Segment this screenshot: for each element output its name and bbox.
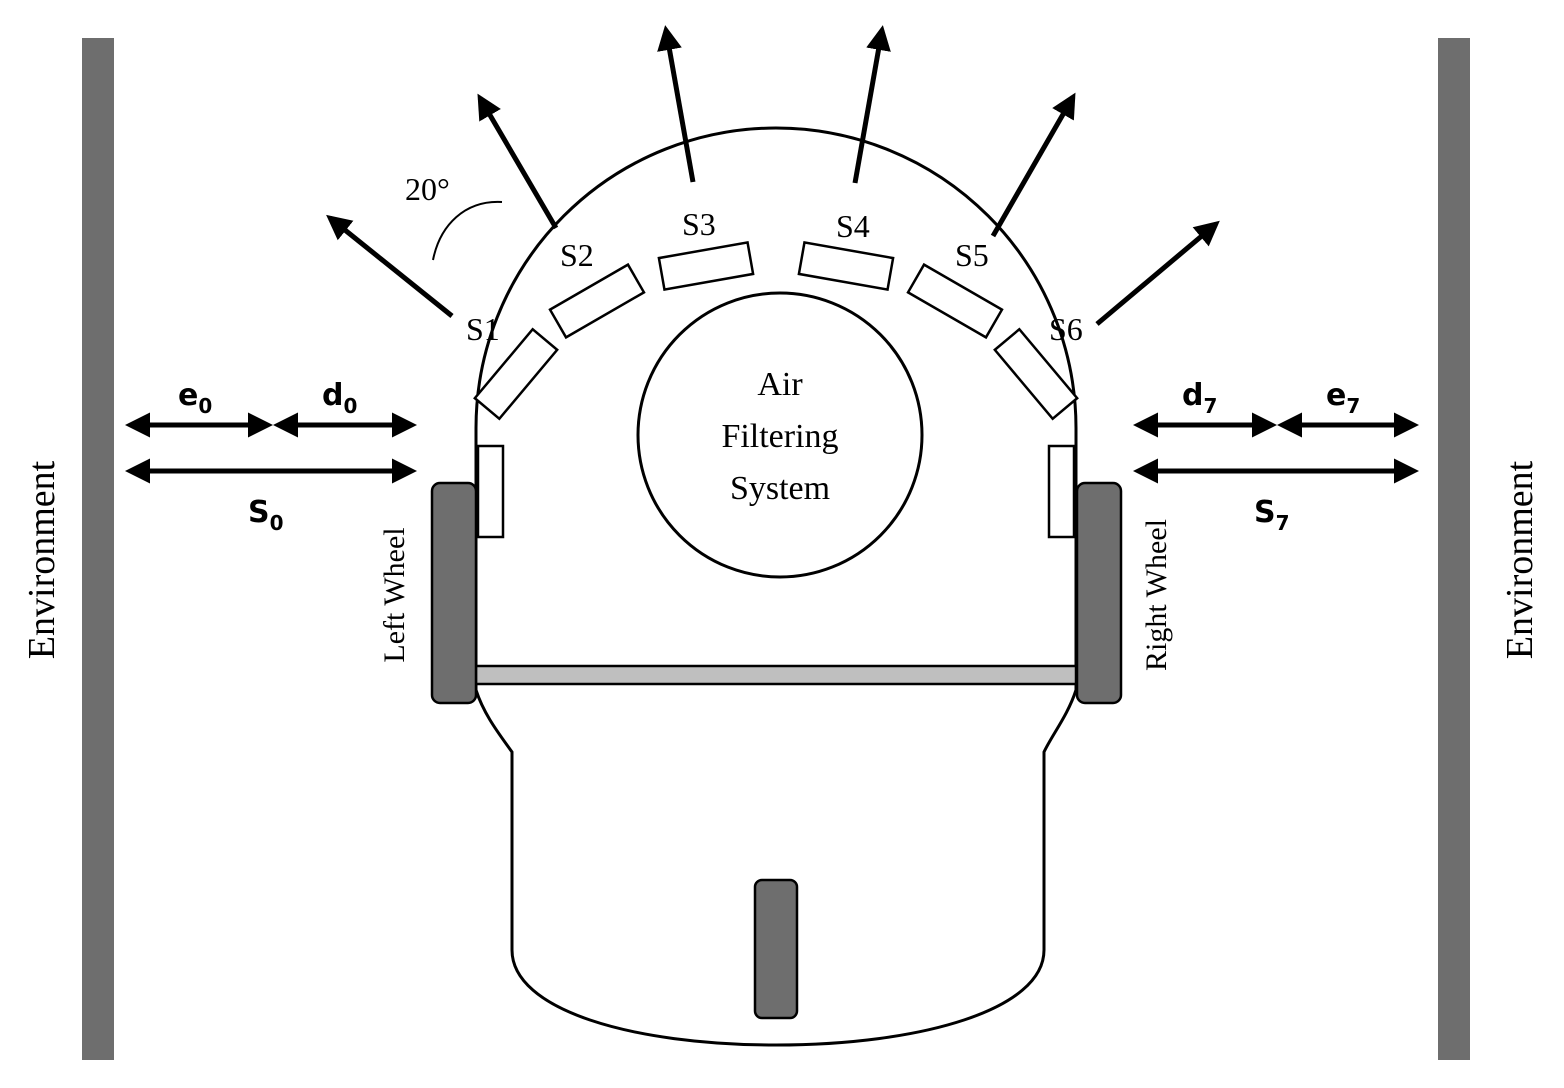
angle-label: 20° <box>405 171 450 207</box>
sensor-s1-label: S1 <box>466 311 500 347</box>
e7-label: e7 <box>1326 378 1360 418</box>
air-filter-label-line2: Filtering <box>721 418 838 455</box>
sensor-s1-ray <box>326 214 454 318</box>
sensor-s2-label: S2 <box>560 237 594 273</box>
air-filtering-system <box>636 291 924 579</box>
sensor-s3-ray <box>657 25 696 183</box>
sensor-s4-ray <box>852 25 891 184</box>
right-wall <box>1438 38 1470 1060</box>
s0-label: S0 <box>248 495 284 535</box>
sensor-s6-ray <box>1095 220 1220 326</box>
air-filter-label-line1: Air <box>757 366 803 403</box>
d0-label: d0 <box>322 378 357 418</box>
sensor-s5-label: S5 <box>955 237 989 273</box>
sensor-s3-label: S3 <box>682 206 716 242</box>
side-sensor-s7 <box>1047 444 1076 539</box>
sensor-s6-box <box>993 327 1079 421</box>
rear-caster <box>753 878 799 1020</box>
d7-label: d7 <box>1182 378 1217 418</box>
left-environment-label: Environment <box>21 460 63 659</box>
left-wheel <box>430 481 478 705</box>
sensor-s6-label: S6 <box>1049 311 1083 347</box>
left-wheel-label: Left Wheel <box>378 527 411 662</box>
e0-label: e0 <box>178 378 212 418</box>
sensor-s4-box <box>797 240 895 292</box>
sensor-s2-box <box>548 262 646 340</box>
right-environment-label: Environment <box>1499 460 1541 659</box>
wheel-axle <box>474 664 1078 686</box>
left-wall <box>82 38 114 1060</box>
sensor-s5-ray <box>990 92 1076 238</box>
angle-arc <box>432 200 503 261</box>
sensor-s1-box <box>473 327 559 421</box>
robot-body-outline <box>474 126 1078 1047</box>
right-wheel-label: Right Wheel <box>1140 519 1173 671</box>
right-wheel <box>1075 481 1123 705</box>
sensor-s4-label: S4 <box>836 208 870 244</box>
sensor-s2-ray <box>477 93 559 230</box>
side-sensor-s0 <box>476 444 505 539</box>
air-filter-label-line3: System <box>730 470 830 507</box>
sensor-s3-box <box>657 240 755 292</box>
sensor-s5-box <box>906 262 1004 340</box>
s7-label: S7 <box>1254 495 1290 535</box>
